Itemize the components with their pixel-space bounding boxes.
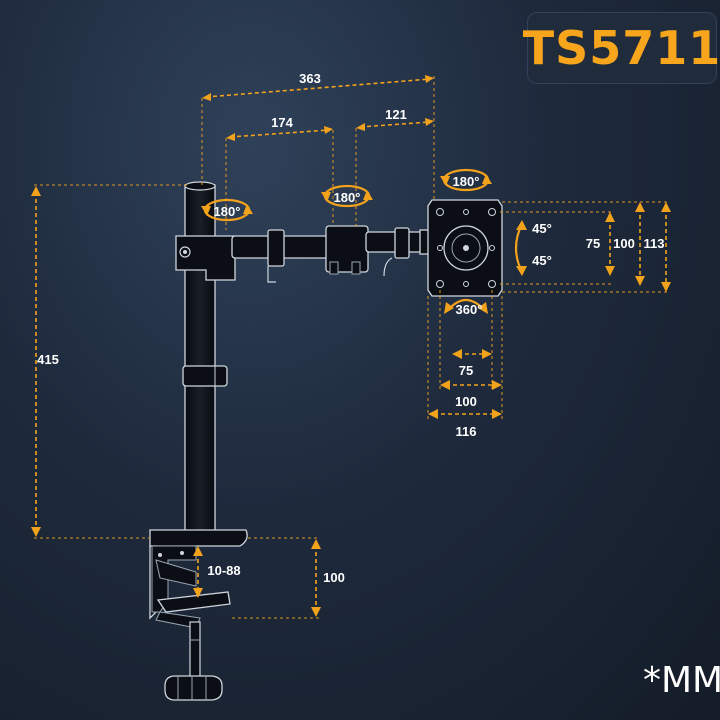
- dimension-clamp-depth: 100: [232, 537, 345, 619]
- model-title: TS5711: [522, 21, 720, 75]
- dim-label-vesa-v-100: 100: [613, 236, 635, 251]
- rot-label-tilt-down: 45°: [532, 253, 552, 268]
- dimension-pole-height: 415: [31, 184, 190, 539]
- dim-label-plate-height: 113: [644, 236, 665, 251]
- pole: [182, 181, 228, 536]
- dim-label-plate-width: 116: [456, 424, 477, 439]
- units-note: *MM: [643, 660, 720, 701]
- dim-label-363: 363: [299, 71, 321, 86]
- arm-assembly: [175, 225, 435, 283]
- dimension-arm-total-reach: 363: [201, 71, 435, 200]
- dim-label-415: 415: [37, 352, 59, 367]
- dimension-arm-segment-2: 121: [355, 107, 434, 226]
- dim-label-clamp-range: 10-88: [207, 563, 240, 578]
- rot-label-head: 180°: [453, 174, 480, 189]
- desk-clamp: [149, 529, 248, 701]
- dim-label-121: 121: [385, 107, 407, 122]
- rotation-pole-swivel: 180°: [201, 198, 253, 222]
- dimension-arm-segment-1: 174: [225, 115, 334, 230]
- dim-label-vesa-h-100: 100: [455, 394, 477, 409]
- vesa-plate: [427, 199, 503, 297]
- rotation-elbow-swivel: 180°: [321, 184, 373, 208]
- rotation-head-swivel: 180°: [440, 168, 492, 192]
- dim-label-vesa-v-75: 75: [586, 236, 600, 251]
- model-title-box: TS5711: [523, 12, 720, 84]
- dimension-clamp-range: 10-88: [193, 546, 241, 598]
- rotation-360: 360°: [444, 298, 488, 317]
- rot-label-pole: 180°: [214, 204, 241, 219]
- rot-label-elbow: 180°: [334, 190, 361, 205]
- rot-label-360: 360°: [456, 302, 483, 317]
- dim-label-vesa-h-75: 75: [459, 363, 473, 378]
- dim-label-174: 174: [271, 115, 293, 130]
- dimension-plate-vertical: 75 100 113: [500, 201, 671, 293]
- dimension-plate-horizontal: 75 100 116: [427, 290, 503, 439]
- rot-label-tilt-up: 45°: [532, 221, 552, 236]
- rotation-tilt: 45° 45°: [514, 220, 552, 276]
- dim-label-clamp-100: 100: [323, 570, 345, 585]
